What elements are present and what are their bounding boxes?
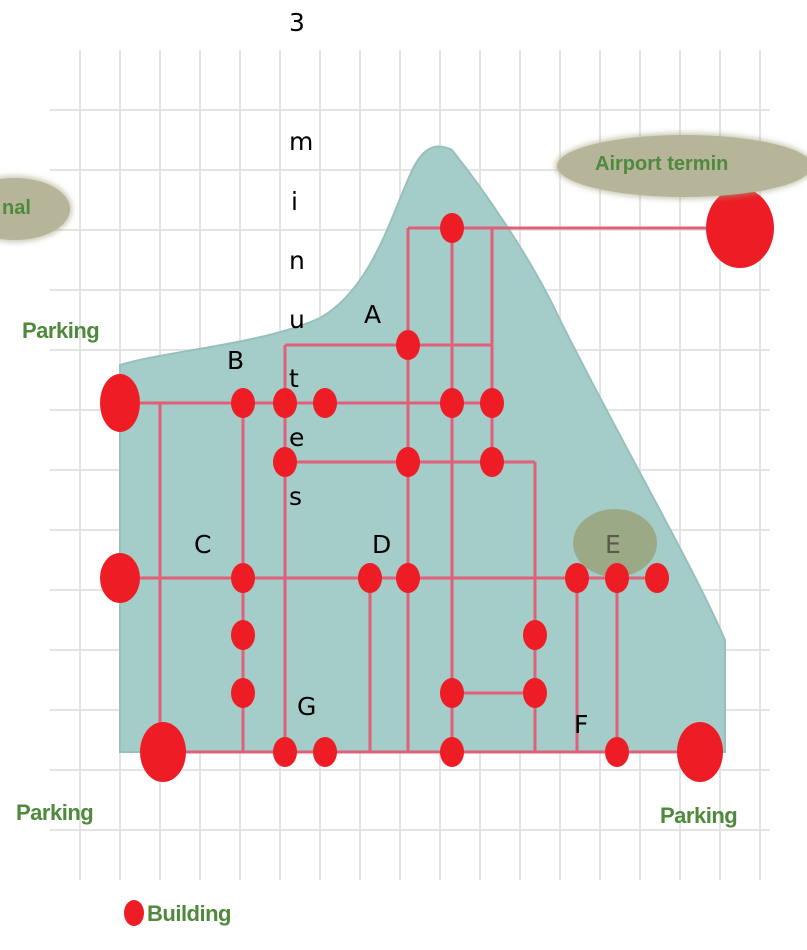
building-node bbox=[440, 737, 464, 767]
point-label-g: G bbox=[297, 692, 317, 721]
building-node bbox=[231, 388, 255, 418]
building-node bbox=[523, 620, 547, 650]
point-label-d: D bbox=[372, 530, 392, 559]
travel-time-char: t bbox=[289, 364, 299, 393]
parking-node-middle-left bbox=[100, 553, 140, 603]
parking-label-bottom-right: Parking bbox=[660, 803, 738, 828]
building-nodes bbox=[100, 188, 774, 926]
parking-node-bottom-left bbox=[140, 722, 186, 782]
point-label-c: C bbox=[194, 530, 212, 559]
parking-node-bottom-right bbox=[677, 722, 723, 782]
travel-time-char: m bbox=[289, 127, 314, 156]
travel-time-char: n bbox=[289, 246, 305, 275]
travel-time-char: s bbox=[289, 482, 303, 511]
parking-label-top-left: Parking bbox=[22, 318, 100, 343]
terminal-right-label: Airport termin bbox=[557, 135, 807, 197]
building-node bbox=[565, 563, 589, 593]
terminal-node bbox=[706, 188, 774, 268]
legend-building-label: Building bbox=[147, 901, 231, 926]
building-node bbox=[396, 447, 420, 477]
point-label-b: B bbox=[227, 346, 245, 375]
building-node bbox=[273, 447, 297, 477]
building-node bbox=[523, 678, 547, 708]
building-node bbox=[440, 678, 464, 708]
parking-node-top-left bbox=[100, 374, 140, 432]
campus-region bbox=[119, 145, 726, 753]
building-node bbox=[480, 388, 504, 418]
travel-time-char: e bbox=[289, 423, 305, 452]
building-node bbox=[273, 388, 297, 418]
building-node bbox=[313, 388, 337, 418]
building-node bbox=[605, 563, 629, 593]
point-label-f: F bbox=[574, 710, 589, 739]
building-node bbox=[358, 563, 382, 593]
point-e-highlight bbox=[573, 509, 657, 577]
parking-label-bottom-left: Parking bbox=[16, 800, 94, 825]
building-node bbox=[231, 620, 255, 650]
building-node bbox=[273, 737, 297, 767]
travel-time-char: 3 bbox=[289, 8, 305, 37]
building-node bbox=[396, 563, 420, 593]
travel-time-char: i bbox=[291, 187, 298, 216]
building-node bbox=[231, 563, 255, 593]
building-node bbox=[645, 563, 669, 593]
travel-time-char: u bbox=[289, 305, 305, 334]
legend-building-icon bbox=[124, 900, 144, 926]
building-node bbox=[440, 213, 464, 243]
building-node bbox=[313, 737, 337, 767]
point-label-e: E bbox=[605, 530, 621, 559]
building-node bbox=[440, 388, 464, 418]
building-node bbox=[605, 737, 629, 767]
building-node bbox=[396, 330, 420, 360]
building-node bbox=[480, 447, 504, 477]
building-node bbox=[231, 678, 255, 708]
point-label-a: A bbox=[364, 300, 382, 329]
